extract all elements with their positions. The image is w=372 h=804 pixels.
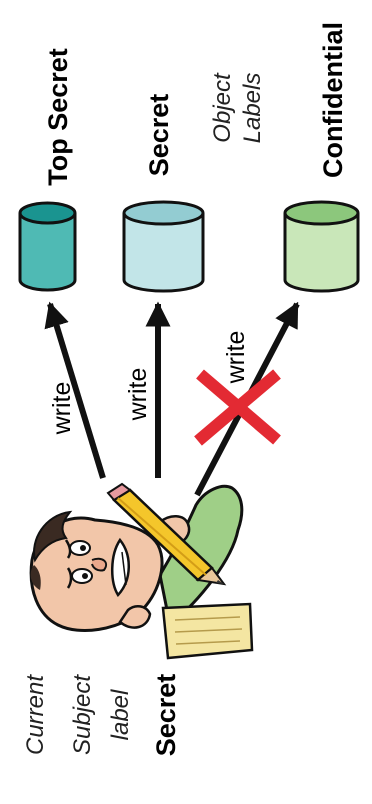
object-labels-heading-line1: Object (209, 72, 236, 143)
subject-heading-line1: Current (22, 674, 49, 755)
object-label-secret: Secret (144, 94, 174, 177)
write-label-confidential: write (222, 331, 250, 385)
object-labels-heading-line2: Labels (239, 73, 266, 144)
object-label-confidential: Confidential (318, 22, 348, 178)
object-label-top-secret: Top Secret (43, 48, 73, 186)
write-label-top-secret: write (48, 382, 76, 436)
secret-database-icon (124, 202, 203, 291)
subject-label-secret: Secret (151, 674, 181, 757)
write-label-secret: write (124, 368, 152, 422)
confidential-database-icon (285, 202, 358, 291)
subject-heading-line2: Subject (69, 674, 96, 755)
subject-heading-line3: label (107, 689, 134, 740)
top-secret-database-icon (20, 203, 75, 290)
